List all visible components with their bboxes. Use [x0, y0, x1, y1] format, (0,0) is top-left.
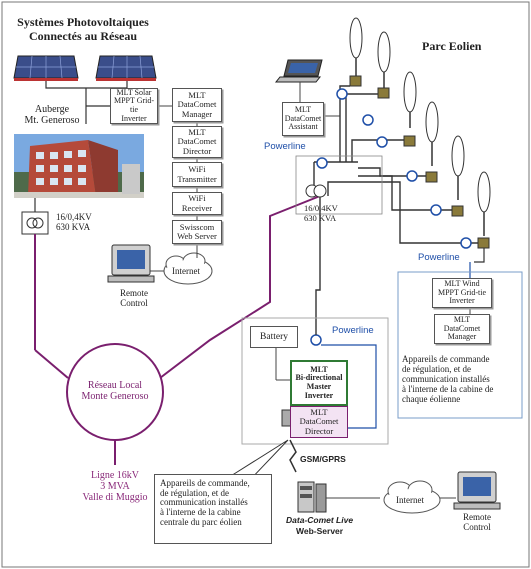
- wind-manager-box: MLT DataComet Manager: [434, 314, 490, 344]
- wifi-receiver-box: WiFi Receiver: [172, 192, 222, 215]
- webserver-label-line2: Web-Server: [296, 526, 344, 536]
- datacomet-manager-box: MLT DataComet Manager: [172, 88, 222, 122]
- central-director-box: MLT DataComet Director: [290, 406, 348, 438]
- title-right: Parc Eolien: [422, 39, 482, 53]
- substation-frame: [295, 155, 383, 215]
- computer-icon-left: [107, 244, 155, 283]
- feeder-lines: [327, 85, 478, 244]
- wifi-transmitter-box: WiFi Transmitter: [172, 162, 222, 187]
- computer-icon-right: [453, 471, 501, 510]
- building-photo: [14, 134, 144, 198]
- ligne-label: Ligne 16kV 3 MVA Valle di Muggio: [82, 470, 148, 504]
- title-left-line2: Connectés au Réseau: [29, 29, 137, 43]
- internet-cloud-left: [163, 252, 213, 285]
- laptop-icon: [274, 59, 323, 83]
- wind-cabinet-description: Appareils de commande de régulation, et …: [402, 354, 494, 405]
- central-cabinet-callout: Appareils de commande, de régulation, et…: [154, 474, 272, 544]
- wind-inverter-box: MLT Wind MPPT Grid-tie Inverter: [432, 278, 492, 308]
- battery-box: Battery: [250, 326, 298, 348]
- web-server-icon: [297, 481, 327, 513]
- solar-inverter-box: MLT Solar MPPT Grid-tie Inverter: [110, 88, 158, 124]
- central-cabinet-frame: [241, 317, 389, 445]
- internet-label-left: Internet: [172, 266, 200, 276]
- transformer-box-left: [21, 211, 49, 235]
- gsm-label: GSM/GPRS: [300, 454, 346, 464]
- bidirectional-inverter-box: MLT Bi-directional Master Inverter: [290, 360, 348, 406]
- solar-panel-right: [95, 55, 157, 81]
- webserver-label-line1: Data-Comet Live: [286, 515, 354, 525]
- transformer-label-left: 16/0,4KV 630 KVA: [56, 212, 92, 233]
- wind-turbines: [349, 17, 491, 249]
- powerline-label-wind: Powerline: [418, 252, 460, 263]
- reseau-local-label: Réseau Local Monte Generoso: [81, 380, 149, 403]
- powerline-couplers: [310, 88, 472, 346]
- transformer-label-wind: 16/0,4KV 630 KVA: [304, 203, 338, 223]
- remote-control-label-right: Remote Control: [463, 512, 491, 533]
- remote-control-label-left: Remote Control: [120, 288, 148, 309]
- datacomet-director-box: MLT DataComet Director: [172, 126, 222, 158]
- powerline-label-central: Powerline: [332, 325, 374, 336]
- auberge-label: Auberge Mt. Generoso: [24, 104, 80, 127]
- powerline-label-top: Powerline: [264, 141, 306, 152]
- reseau-local-circle: [66, 343, 164, 441]
- internet-cloud-bottom: [383, 480, 441, 514]
- gsm-link: [289, 439, 297, 473]
- internet-label-bottom: Internet: [396, 495, 424, 505]
- wind-cabinet-frame: [397, 271, 523, 419]
- solar-panel-left: [13, 55, 79, 81]
- title-left-line1: Systèmes Photovoltaiques: [17, 15, 149, 29]
- swisscom-webserver-box: Swisscom Web Server: [172, 220, 222, 244]
- datacomet-assistant-box: MLT DataComet Assistant: [282, 102, 324, 136]
